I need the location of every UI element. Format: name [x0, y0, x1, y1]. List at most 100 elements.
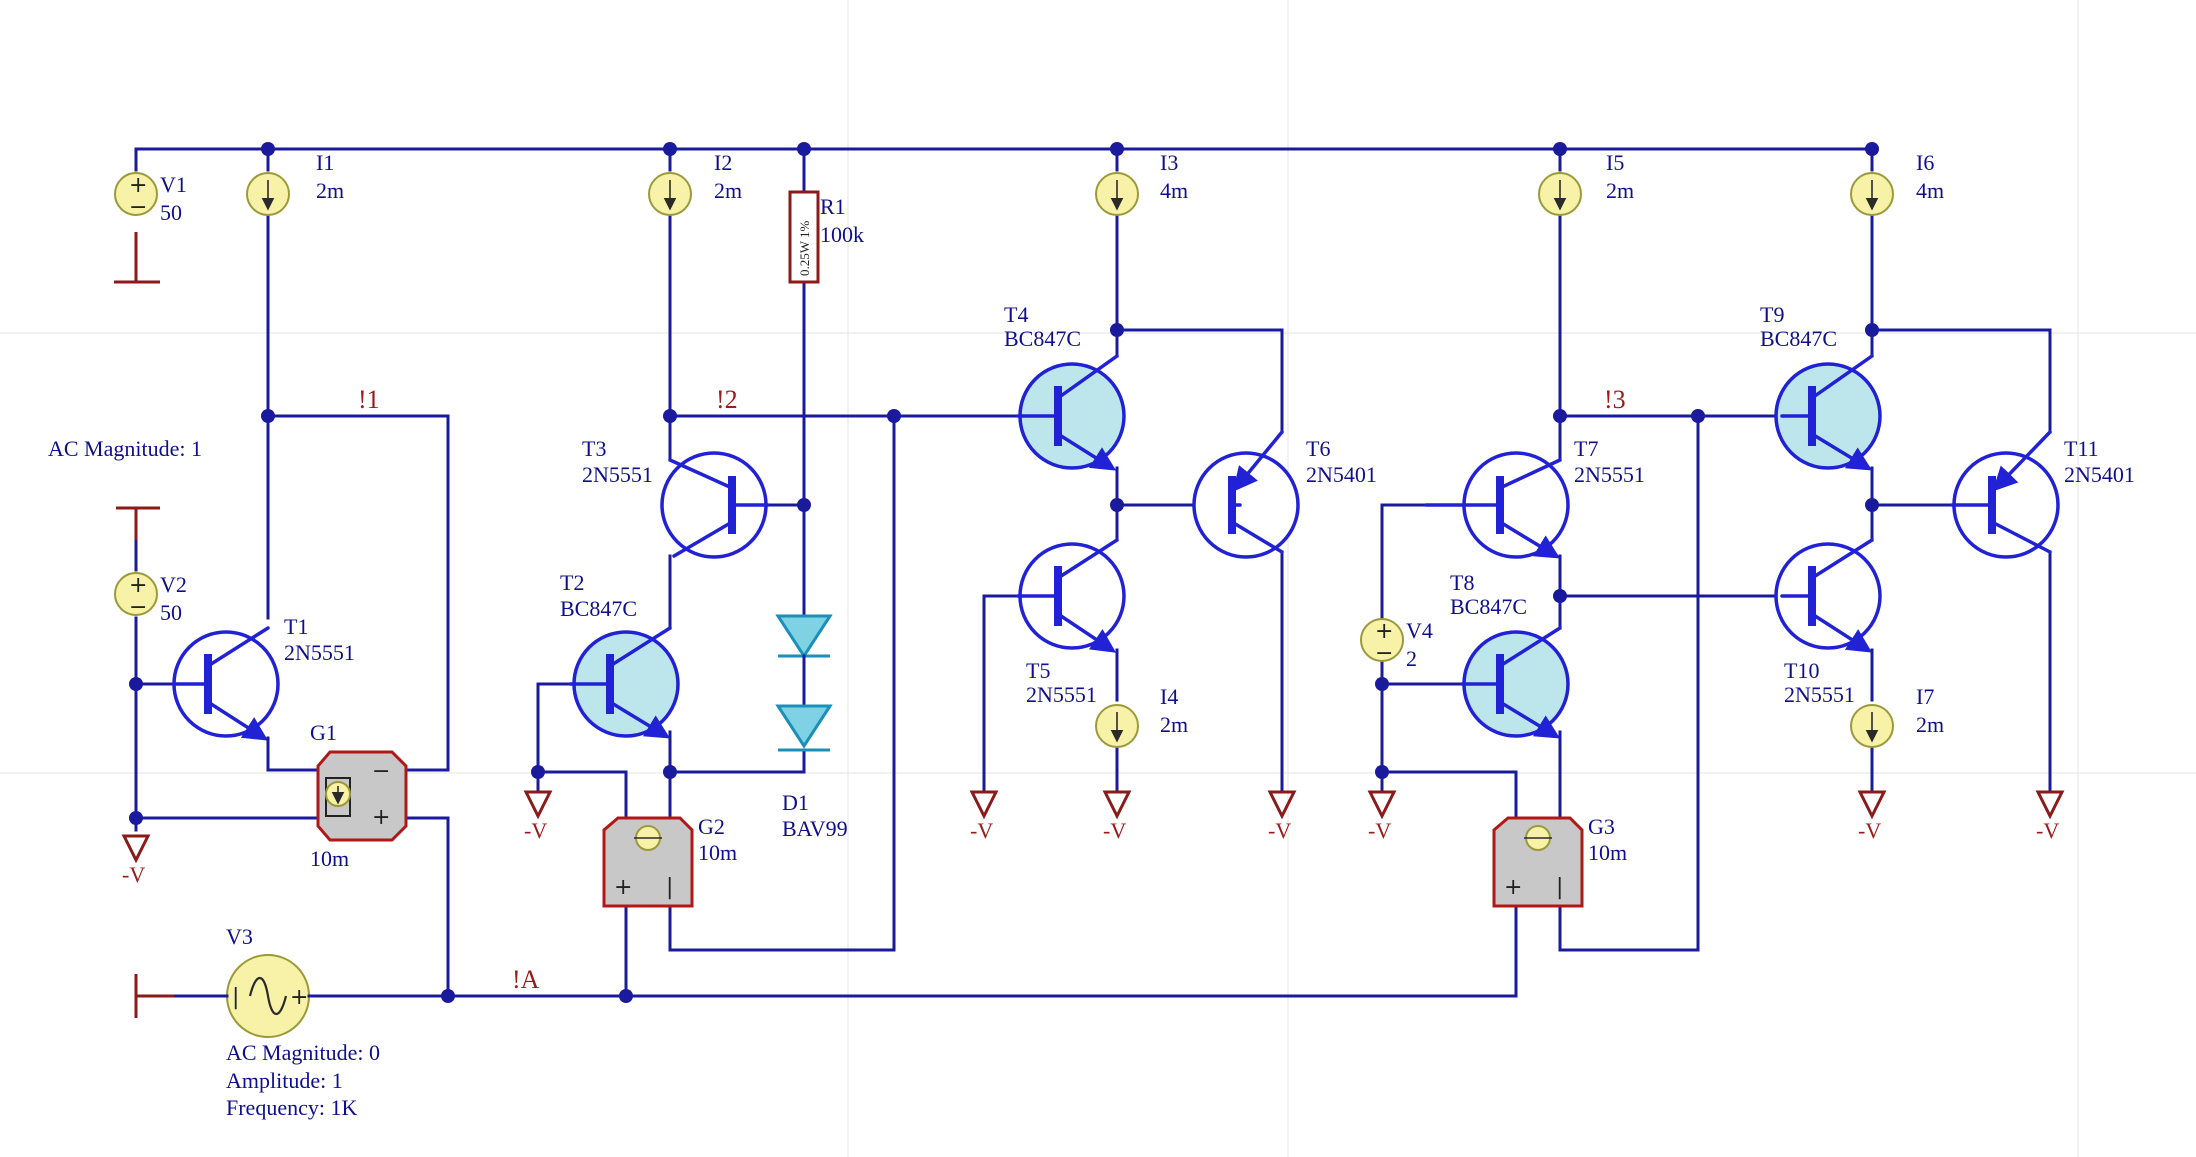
- net-label-A: !A: [512, 965, 540, 994]
- source-I5[interactable]: I5 2m: [1538, 150, 1634, 216]
- svg-text:T6: T6: [1306, 436, 1330, 461]
- vccs-G1[interactable]: − + G1 10m: [310, 720, 408, 871]
- svg-text:+: +: [614, 875, 632, 900]
- svg-text:|: |: [232, 985, 239, 1010]
- source-I2[interactable]: I2 2m: [648, 150, 742, 216]
- transistor-T6[interactable]: T6 2N5401: [1192, 430, 1377, 559]
- svg-text:2N5551: 2N5551: [284, 640, 355, 665]
- svg-text:R1: R1: [820, 194, 846, 219]
- svg-text:T8: T8: [1450, 570, 1474, 595]
- svg-text:10m: 10m: [1588, 840, 1627, 865]
- V3-ref: V3: [226, 924, 253, 949]
- transistor-T7[interactable]: T7 2N5551: [1424, 436, 1645, 559]
- V4-value: 2: [1406, 646, 1417, 671]
- neg-supply-5: [1267, 790, 1297, 820]
- neg-supply-4: [1102, 790, 1132, 820]
- svg-text:2m: 2m: [1606, 178, 1634, 203]
- svg-text:BC847C: BC847C: [1450, 594, 1527, 619]
- V3-ac-magnitude: AC Magnitude: 0: [226, 1040, 380, 1065]
- neg-supply-7: [1857, 790, 1887, 820]
- svg-text:2N5551: 2N5551: [1784, 682, 1855, 707]
- transistor-T1[interactable]: T1 2N5551: [172, 614, 355, 772]
- svg-text:10m: 10m: [310, 846, 349, 871]
- svg-text:G3: G3: [1588, 814, 1615, 839]
- svg-text:2N5401: 2N5401: [2064, 462, 2135, 487]
- svg-text:I4: I4: [1160, 684, 1178, 709]
- net-label-3: !3: [1604, 385, 1626, 414]
- transistor-T2[interactable]: T2 BC847C: [560, 570, 680, 739]
- vccs-G2[interactable]: + | G2 10m: [602, 814, 737, 908]
- gnd-bar-v1: [114, 232, 160, 284]
- svg-text:2m: 2m: [714, 178, 742, 203]
- svg-text:G1: G1: [310, 720, 337, 745]
- net-labels: !1 !2 !3 !A: [358, 385, 1626, 994]
- source-I6[interactable]: I6 4m: [1850, 150, 1944, 216]
- neg-supply-6: [1367, 790, 1397, 820]
- transistor-T4[interactable]: T4 BC847C: [1004, 302, 1126, 471]
- resistor-R1[interactable]: 0.25W 1% R1 100k: [788, 190, 864, 284]
- gnd-bar-v2: [116, 506, 160, 540]
- svg-text:I2: I2: [714, 150, 732, 175]
- source-V2[interactable]: + − V2 50: [114, 572, 187, 625]
- transistor-T10[interactable]: T10 2N5551: [1774, 538, 1882, 707]
- svg-text:T4: T4: [1004, 302, 1028, 327]
- svg-text:2m: 2m: [1916, 712, 1944, 737]
- svg-text:2N5551: 2N5551: [582, 462, 653, 487]
- transistor-T5[interactable]: T5 2N5551: [1016, 538, 1126, 707]
- svg-text:10m: 10m: [698, 840, 737, 865]
- svg-text:100k: 100k: [820, 222, 864, 247]
- svg-text:I6: I6: [1916, 150, 1934, 175]
- transistor-T3[interactable]: T3 2N5551: [582, 436, 770, 559]
- neg-supply-2: [523, 790, 553, 820]
- source-V3[interactable]: | + V3 AC Magnitude: 0 Amplitude: 1 Freq…: [174, 924, 380, 1120]
- R1-body-text: 0.25W 1%: [797, 220, 812, 276]
- source-V1[interactable]: + − V1 50: [114, 172, 187, 225]
- svg-text:|: |: [1556, 875, 1563, 900]
- neg-supply-1: [121, 834, 151, 864]
- source-I1[interactable]: I1 2m: [246, 150, 344, 216]
- V2-value: 50: [160, 600, 182, 625]
- svg-text:T10: T10: [1784, 658, 1819, 683]
- neg-supply-8: [2035, 790, 2065, 820]
- source-I4[interactable]: I4 2m: [1095, 684, 1188, 748]
- svg-text:G2: G2: [698, 814, 725, 839]
- V1-value: 50: [160, 200, 182, 225]
- svg-text:−: −: [129, 195, 147, 220]
- svg-text:T9: T9: [1760, 302, 1784, 327]
- transistor-T11[interactable]: T11 2N5401: [1950, 430, 2135, 559]
- source-I7[interactable]: I7 2m: [1850, 684, 1944, 748]
- source-V4[interactable]: + − V4 2: [1360, 618, 1433, 671]
- svg-text:+: +: [1375, 619, 1393, 644]
- svg-text:I7: I7: [1916, 684, 1934, 709]
- svg-text:+: +: [290, 985, 308, 1010]
- neg-label-8: -V: [2036, 818, 2059, 843]
- svg-text:T2: T2: [560, 570, 584, 595]
- svg-text:T3: T3: [582, 436, 606, 461]
- power-symbols: -V -V -V -V -V -V -V -V: [114, 232, 2065, 1018]
- source-I3[interactable]: I3 4m: [1095, 150, 1188, 216]
- diode-D1[interactable]: D1 BAV99: [775, 614, 848, 841]
- transistor-T8[interactable]: T8 BC847C: [1450, 570, 1570, 739]
- neg-label-2: -V: [524, 818, 547, 843]
- svg-text:+: +: [129, 173, 147, 198]
- svg-text:BAV99: BAV99: [782, 816, 848, 841]
- neg-label-6: -V: [1368, 818, 1391, 843]
- svg-text:+: +: [372, 805, 390, 830]
- svg-text:T7: T7: [1574, 436, 1598, 461]
- svg-text:2N5551: 2N5551: [1574, 462, 1645, 487]
- gnd-bar-v3: [134, 974, 176, 1018]
- svg-text:BC847C: BC847C: [1004, 326, 1081, 351]
- V1-ref: V1: [160, 172, 187, 197]
- net-label-2: !2: [716, 385, 738, 414]
- transistor-T9[interactable]: T9 BC847C: [1760, 302, 1882, 471]
- wires: [134, 147, 2052, 998]
- neg-label-7: -V: [1858, 818, 1881, 843]
- net-label-1: !1: [358, 385, 380, 414]
- svg-text:−: −: [372, 759, 390, 784]
- svg-text:2m: 2m: [316, 178, 344, 203]
- vccs-G3[interactable]: + | G3 10m: [1492, 814, 1627, 908]
- svg-text:+: +: [129, 573, 147, 598]
- neg-label-1: -V: [122, 862, 145, 887]
- neg-label-3: -V: [970, 818, 993, 843]
